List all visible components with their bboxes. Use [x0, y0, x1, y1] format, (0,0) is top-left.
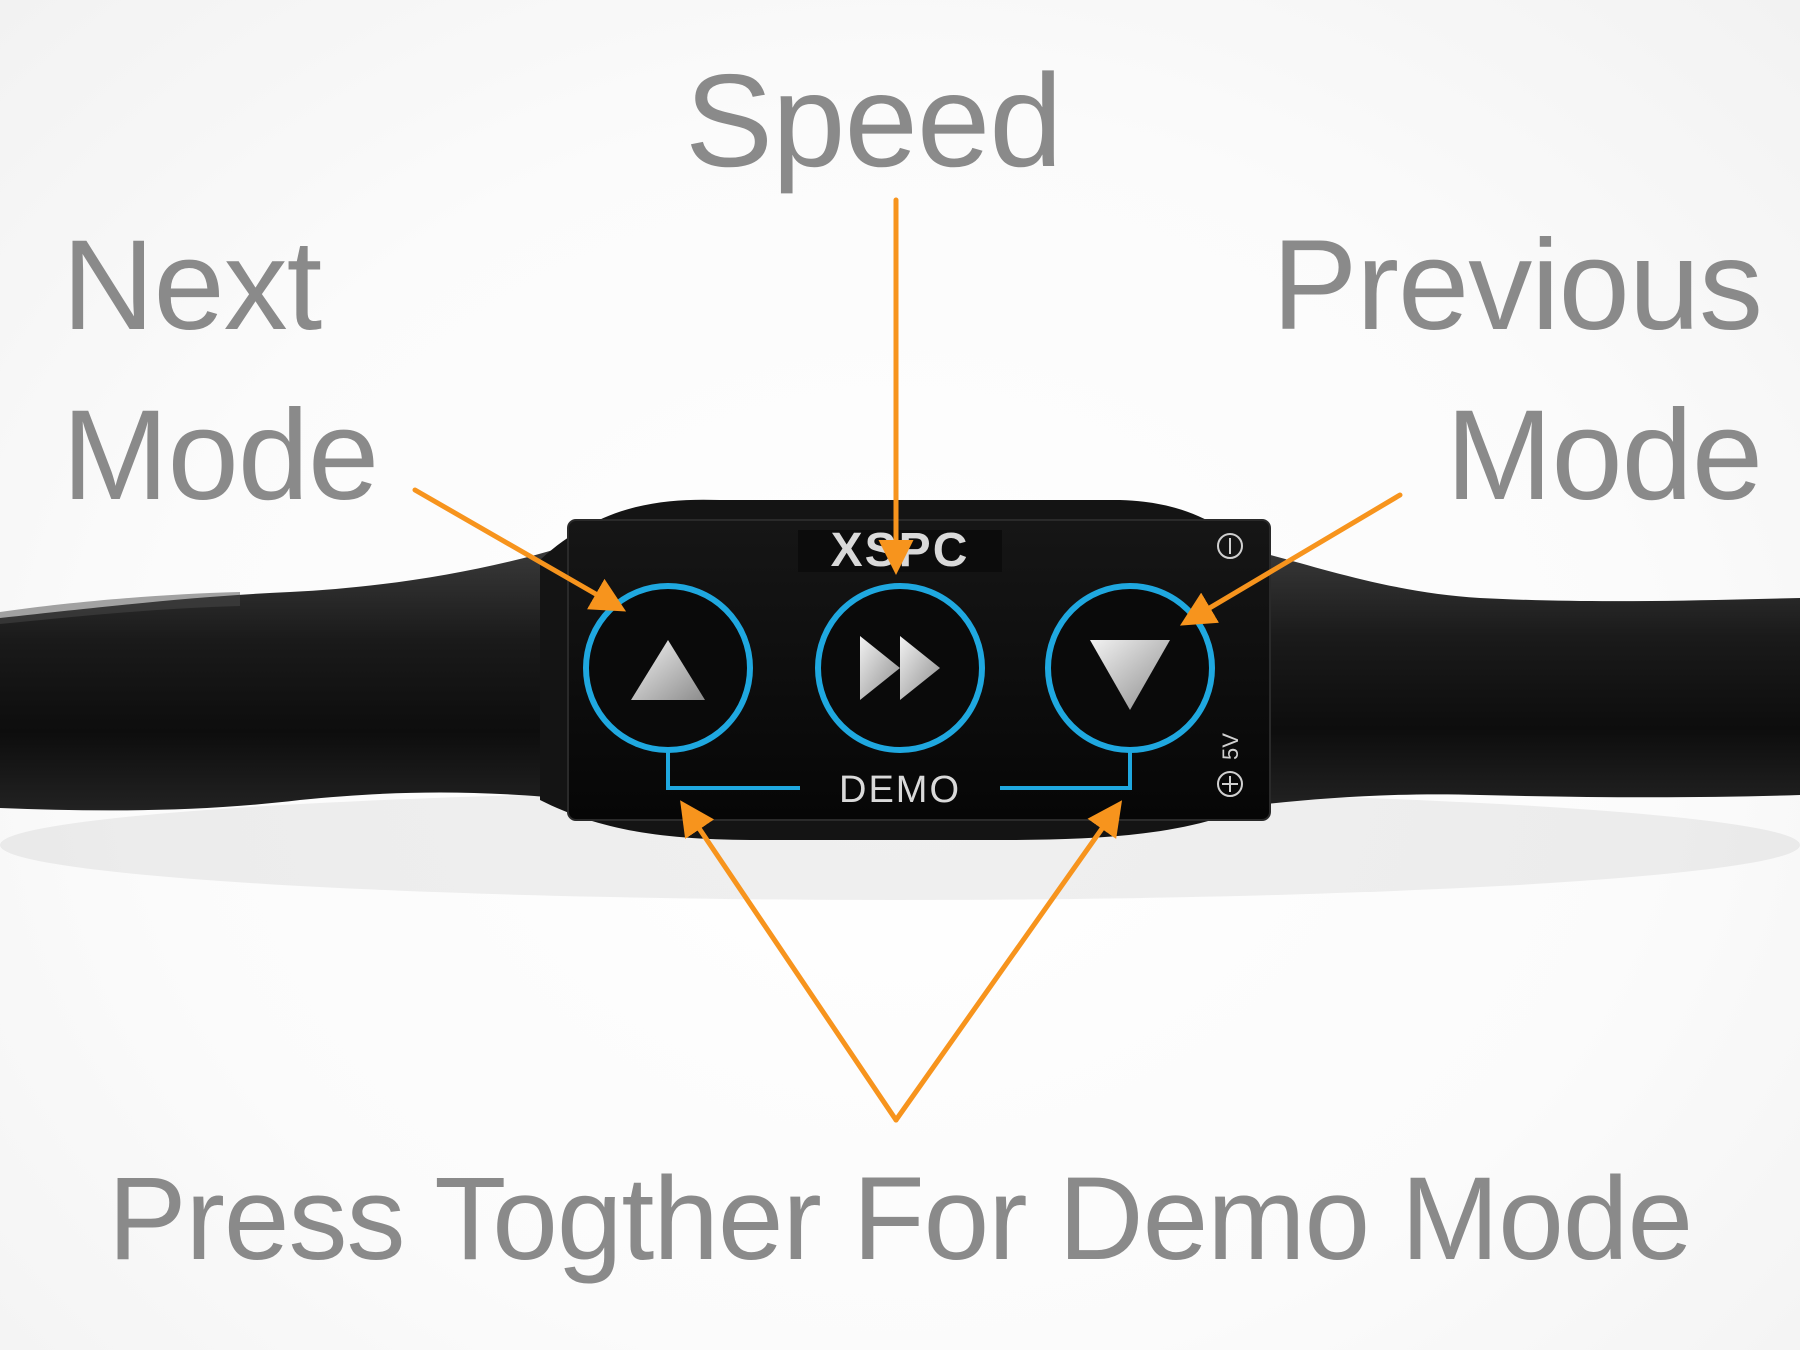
svg-text:XSPC: XSPC	[831, 524, 970, 577]
arrow-next-mode	[412, 487, 627, 612]
previous-mode-label-line1: Previous	[1272, 214, 1763, 357]
triangle-up-icon	[631, 640, 705, 700]
cable-left-sleeve	[0, 592, 240, 624]
cable-left	[0, 548, 580, 811]
demo-mode-hint: Press Togther For Demo Mode	[107, 1153, 1693, 1285]
next-mode-label-line2: Mode	[62, 384, 379, 527]
demo-bracket	[666, 750, 1132, 790]
cable-right	[1230, 545, 1800, 808]
previous-mode-label-line2: Mode	[1445, 384, 1763, 527]
arrow-demo-right	[893, 800, 1123, 1123]
previous-mode-button[interactable]	[1045, 583, 1215, 753]
voltage-label: 5V	[1218, 733, 1243, 760]
cable-shadow	[0, 790, 1800, 900]
arrow-previous-mode	[1179, 492, 1403, 626]
next-mode-label-line1: Next	[62, 214, 322, 357]
fast-forward-icon	[860, 636, 940, 700]
triangle-down-icon	[1090, 640, 1170, 710]
arrow-demo-left	[680, 800, 899, 1123]
plus-symbol-icon	[1217, 771, 1243, 797]
next-mode-button[interactable]	[583, 583, 753, 753]
annotation-arrows	[412, 197, 1403, 1123]
xspc-logo: XSPC	[798, 524, 1002, 577]
speed-button[interactable]	[815, 583, 985, 753]
demo-label: DEMO	[839, 769, 961, 811]
speed-label: Speed	[685, 47, 1063, 194]
minus-symbol-icon	[1217, 533, 1243, 559]
